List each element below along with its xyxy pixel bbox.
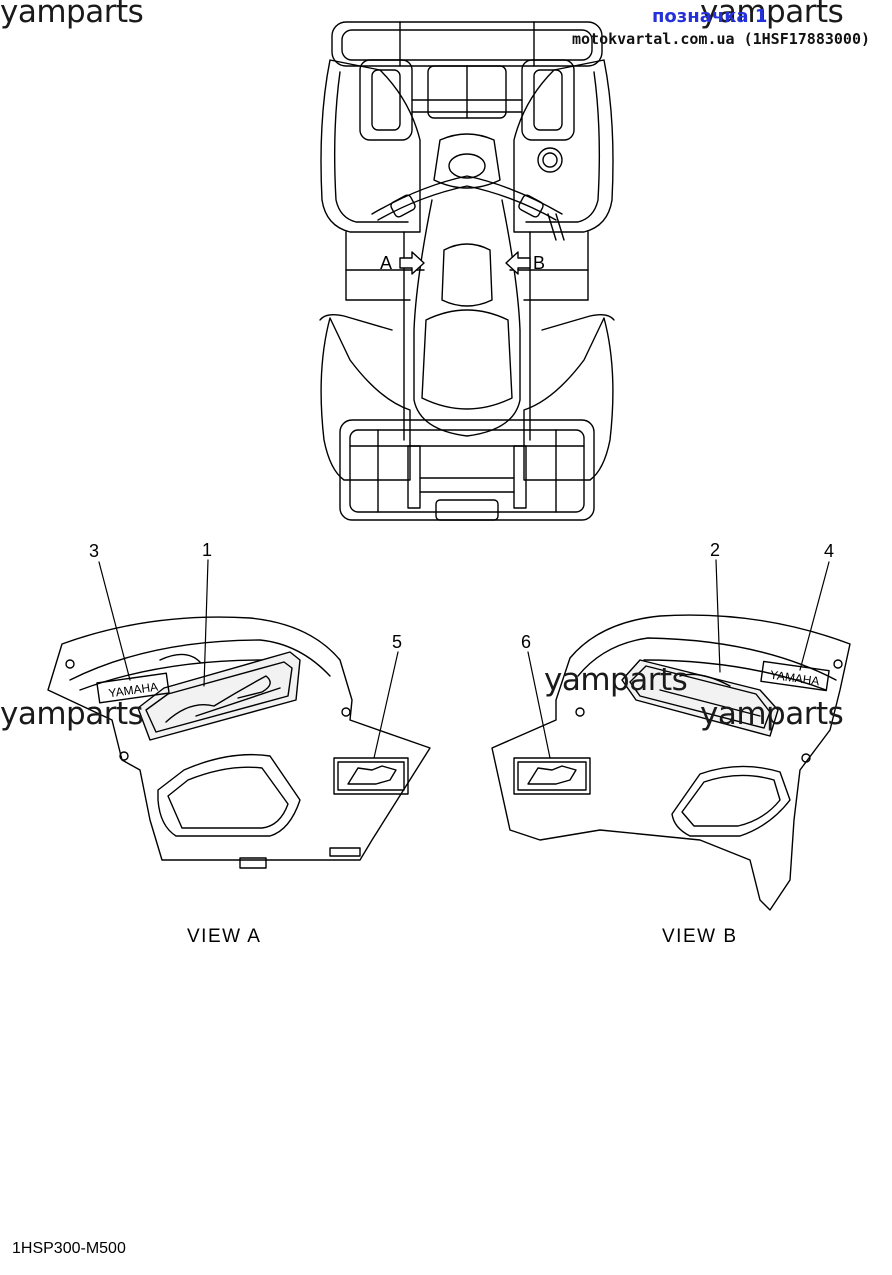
callout-4: 4 [824, 541, 835, 561]
callout-1: 1 [202, 540, 213, 560]
source-text: motokvartal.com.ua (1HSF17883000) [572, 30, 871, 48]
atv-top-view [319, 21, 615, 521]
part-code: 1HSP300-M500 [12, 1240, 126, 1257]
side-panel-left [47, 616, 431, 869]
watermark-mid-center: yamparts [544, 662, 688, 698]
arrow-label-a: A [380, 253, 393, 273]
view-b-label: VIEW B [662, 926, 738, 947]
callout-6: 6 [521, 632, 532, 652]
view-arrow-a [399, 251, 425, 275]
view-arrow-b [505, 251, 531, 275]
callout-2: 2 [710, 540, 721, 560]
callout-5: 5 [392, 632, 403, 652]
callout-3: 3 [89, 541, 100, 561]
side-panel-right [491, 614, 851, 911]
label-link[interactable]: позначка 1 [652, 6, 768, 27]
watermark-top-right: yamparts [700, 0, 844, 30]
view-a-label: VIEW A [187, 926, 262, 947]
watermark-top-left: yamparts [0, 0, 144, 30]
arrow-label-b: B [533, 253, 546, 273]
leader-lines [98, 559, 830, 759]
watermark-mid-right: yamparts [700, 696, 844, 732]
yamaha-decal-right: YAMAHA [769, 668, 820, 689]
yamaha-decal-left: YAMAHA [108, 680, 159, 701]
watermark-mid-left: yamparts [0, 696, 144, 732]
